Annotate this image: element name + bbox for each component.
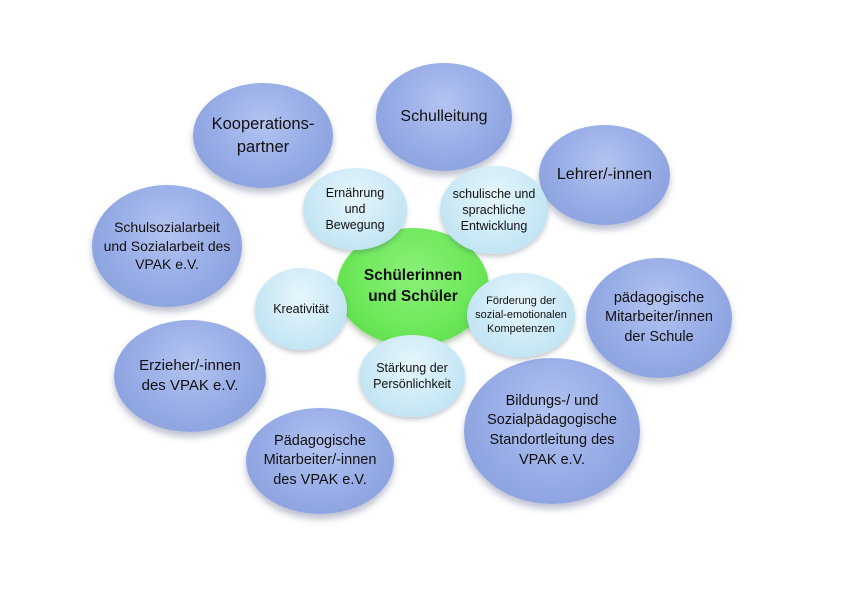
center-label: Schülerinnen und Schüler bbox=[363, 267, 463, 305]
node-schulleitung: Schulleitung bbox=[376, 63, 512, 171]
node-foerderung-kompetenzen: Förderung der sozial-emotionalen Kompete… bbox=[467, 273, 575, 357]
node-label: schulische und sprachliche Entwicklung bbox=[452, 186, 536, 234]
node-label: Erzieher/-innen des VPAK e.V. bbox=[139, 356, 241, 394]
node-kreativitaet: Kreativität bbox=[255, 268, 347, 350]
node-schulsozialarbeit: Schulsozialarbeit und Sozialarbeit des V… bbox=[92, 185, 242, 307]
node-paedagogische-mitarbeiter-vpak: Pädagogische Mitarbeiter/-innen des VPAK… bbox=[246, 408, 394, 514]
node-label: Lehrer/-innen bbox=[556, 166, 653, 184]
node-label: Kreativität bbox=[273, 301, 329, 316]
node-paedagogische-mitarbeiter-schule: pädagogische Mitarbeiter/innen der Schul… bbox=[586, 258, 732, 378]
node-label: Ernährung und Bewegung bbox=[325, 185, 385, 233]
node-label: Schulleitung bbox=[400, 108, 488, 126]
node-lehrer-innen: Lehrer/-innen bbox=[539, 125, 670, 225]
node-label: Kooperations- partner bbox=[211, 115, 315, 156]
node-erzieher-innen: Erzieher/-innen des VPAK e.V. bbox=[114, 320, 266, 432]
node-schulische-entwicklung: schulische und sprachliche Entwicklung bbox=[440, 166, 548, 254]
node-label: pädagogische Mitarbeiter/innen der Schul… bbox=[605, 289, 713, 345]
node-label: Förderung der sozial-emotionalen Kompete… bbox=[475, 294, 567, 336]
node-label: Pädagogische Mitarbeiter/-innen des VPAK… bbox=[263, 432, 377, 488]
node-center-schueler: Schülerinnen und Schüler bbox=[337, 228, 489, 346]
node-label: Bildungs-/ und Sozialpädagogische Stando… bbox=[487, 392, 617, 468]
node-label: Stärkung der Persönlichkeit bbox=[373, 360, 451, 391]
node-staerkung-persoenlichkeit: Stärkung der Persönlichkeit bbox=[359, 335, 465, 417]
node-kooperationspartner: Kooperations- partner bbox=[193, 83, 333, 188]
node-ernaehrung-bewegung: Ernährung und Bewegung bbox=[303, 168, 407, 250]
node-standortleitung: Bildungs-/ und Sozialpädagogische Stando… bbox=[464, 358, 640, 504]
node-label: Schulsozialarbeit und Sozialarbeit des V… bbox=[103, 218, 231, 273]
